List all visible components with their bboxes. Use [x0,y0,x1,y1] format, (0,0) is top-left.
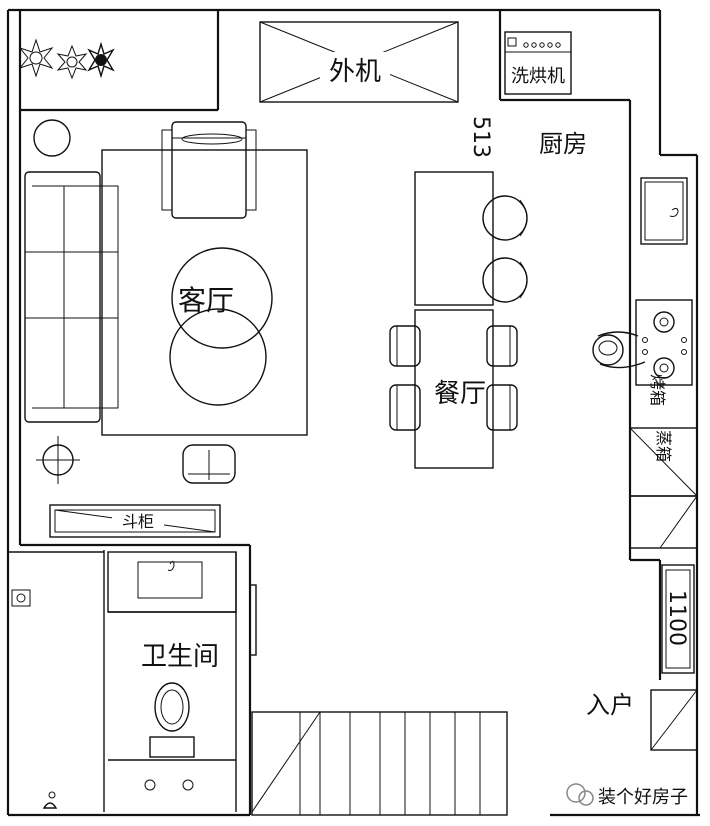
dining-area: 餐厅 [389,171,528,469]
kitchen-label: 厨房 [539,130,587,158]
watermark: 装个好房子 [566,783,688,808]
staircase [251,711,508,816]
washer-dryer: 洗烘机 [504,31,572,95]
outdoor-unit: 外机 [259,21,459,103]
cabinet-dimension-label: 1100 [664,590,689,646]
dimension-label: 513 [468,116,493,158]
shoe-cabinet: 斗柜 [49,504,221,538]
watermark-text: 装个好房子 [598,787,688,808]
bathroom-label: 卫生间 [141,642,219,672]
kitchen-counter: 烤箱 蒸箱 [592,177,698,549]
walls [6,8,700,817]
dining-room-label: 餐厅 [434,379,486,409]
entrance-label: 入户 [586,691,634,719]
cook-figure [592,331,646,369]
bathroom: 卫生间 [8,550,257,812]
living-room: 客厅 [24,119,308,484]
potted-plants [18,38,115,80]
oven-label: 烤箱 [648,374,667,406]
shoe-cabinet-label: 斗柜 [122,512,154,531]
washer-dryer-label: 洗烘机 [511,66,565,87]
outdoor-unit-label: 外机 [329,57,381,87]
entrance-cabinet: 1100 入户 [586,564,698,751]
steamer-label: 蒸箱 [654,430,673,462]
living-room-label: 客厅 [178,284,234,317]
